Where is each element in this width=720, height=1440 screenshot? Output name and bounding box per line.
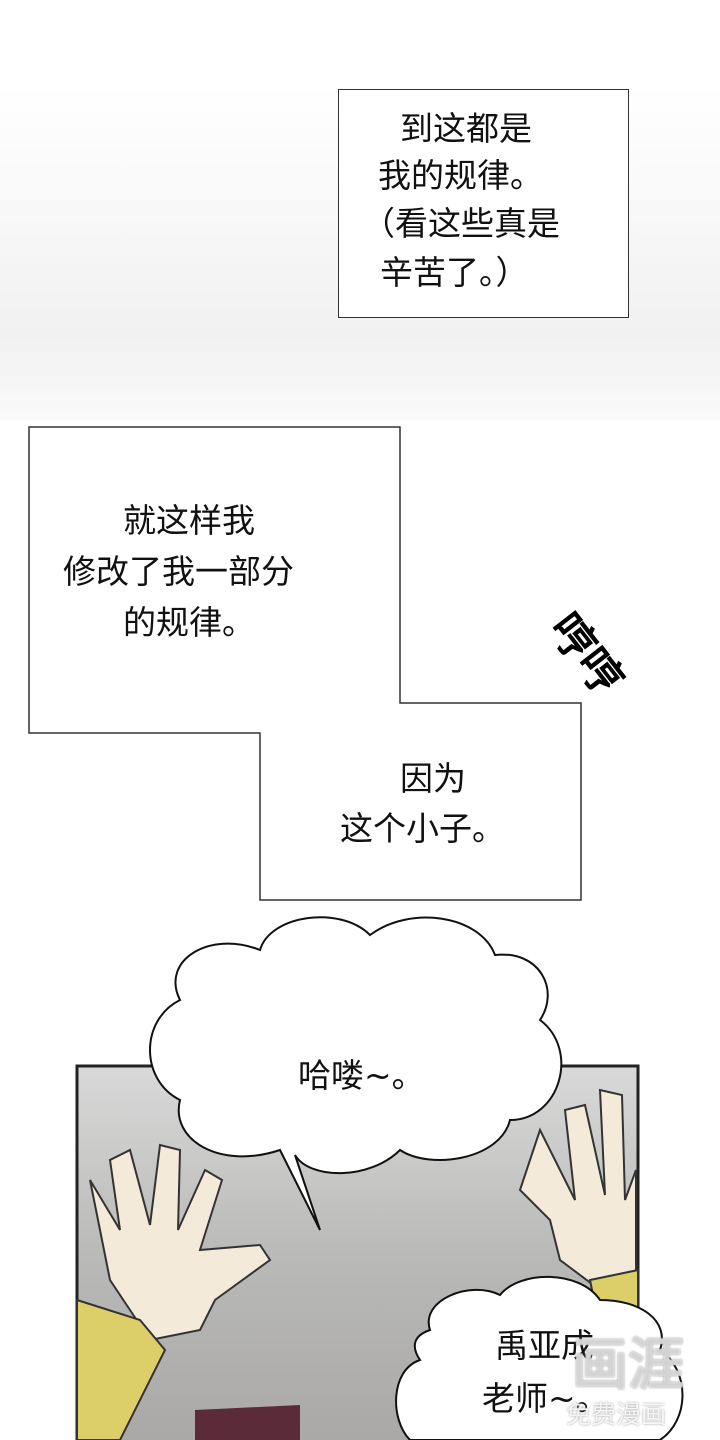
bubble-teacher-line-2: 老师~。 bbox=[482, 1379, 609, 1418]
caption-3-line-2: 这个小子。 bbox=[340, 809, 505, 848]
speech-bubble-hello bbox=[149, 916, 563, 1231]
caption-2-line-3: 的规律。 bbox=[123, 603, 255, 642]
left-sleeve bbox=[76, 1298, 167, 1440]
caption-1-line-1: 到这都是 bbox=[400, 109, 532, 148]
right-hand bbox=[518, 1088, 637, 1291]
watermark-text: 免费漫画 bbox=[566, 1400, 667, 1429]
caption-2-line-2: 修改了我一部分 bbox=[63, 552, 294, 591]
caption-1-line-2: 我的规律。 bbox=[378, 156, 543, 195]
speech-bubble-teacher bbox=[395, 1275, 684, 1440]
caption-box-1 bbox=[338, 89, 629, 318]
left-hand bbox=[89, 1143, 272, 1342]
caption-box-2 bbox=[28, 426, 582, 901]
caption-2-line-1: 就这样我 bbox=[123, 501, 255, 540]
caption-1-line-3: （看这些真是 bbox=[362, 204, 560, 243]
bubble-teacher-line-1: 禹亚成 bbox=[495, 1326, 594, 1365]
bubble-hello-text: 哈喽~。 bbox=[298, 1056, 425, 1095]
watermark-logo: 画涯 bbox=[572, 1333, 684, 1398]
caption-1-line-4: 辛苦了。） bbox=[380, 253, 529, 292]
caption-3-line-1: 因为 bbox=[400, 759, 466, 798]
character-head-hint bbox=[195, 1405, 300, 1440]
